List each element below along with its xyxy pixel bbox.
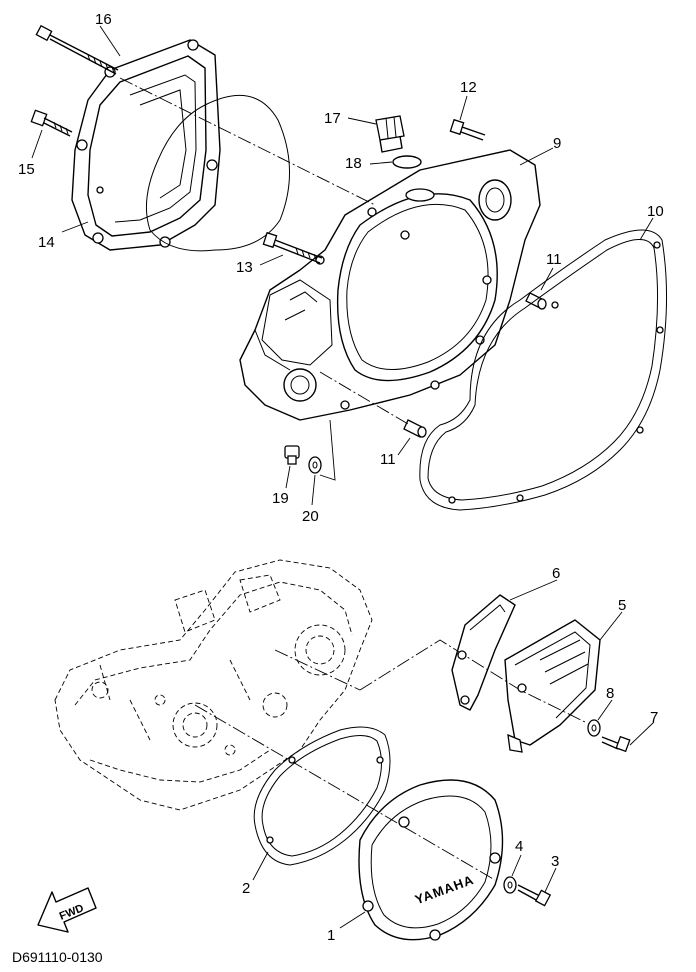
callout-17: 17 xyxy=(324,110,341,127)
part-9-crankcase-cover xyxy=(239,149,541,421)
fwd-label: FWD xyxy=(58,902,86,923)
callout-18: 18 xyxy=(345,155,362,172)
part-3-bolt xyxy=(517,884,552,907)
part-13-bolt xyxy=(262,231,323,264)
alignment-line-top xyxy=(119,77,376,206)
drain-bolt-guide xyxy=(319,419,336,481)
leader-lines xyxy=(31,25,655,929)
callout-1: 1 xyxy=(327,927,335,944)
part-10-gasket xyxy=(419,229,668,511)
part-5-sprocket-cover xyxy=(504,619,601,753)
part-14-clutch-cover xyxy=(71,39,221,251)
callout-2: 2 xyxy=(242,880,250,897)
cover-gasket-top xyxy=(145,94,291,252)
part-1-generator-cover: YAMAHA xyxy=(358,779,504,941)
part-8-washer xyxy=(587,719,601,737)
yamaha-logo-text: YAMAHA xyxy=(413,872,476,907)
callout-14: 14 xyxy=(38,234,55,251)
callout-5: 5 xyxy=(618,597,626,614)
alignment-line-bottom-1 xyxy=(194,704,496,881)
part-7-bolt xyxy=(601,735,631,753)
callout-10: 10 xyxy=(647,203,664,220)
part-17-oil-plug xyxy=(375,115,405,153)
callout-4: 4 xyxy=(515,838,523,855)
part-2-gasket xyxy=(253,726,391,866)
part-18-o-ring xyxy=(392,155,422,169)
fwd-arrow-icon: FWD xyxy=(37,887,97,933)
part-19-drain-bolt xyxy=(284,445,300,465)
callout-6: 6 xyxy=(552,565,560,582)
part-20-washer xyxy=(308,456,322,474)
alignment-line-dowel xyxy=(319,371,409,425)
alignment-line-bottom-2 xyxy=(274,649,361,691)
part-16-long-bolt xyxy=(35,24,119,75)
callout-9: 9 xyxy=(553,135,561,152)
callout-8: 8 xyxy=(606,685,614,702)
part-6-plate xyxy=(451,594,516,711)
callout-13: 13 xyxy=(236,259,253,276)
callout-11-upper: 11 xyxy=(546,251,562,268)
callout-3: 3 xyxy=(551,853,559,870)
callout-20: 20 xyxy=(302,508,319,525)
part-4-washer xyxy=(503,876,517,894)
part-12-bolt xyxy=(449,118,486,141)
callout-15: 15 xyxy=(18,161,35,178)
diagram-code: D691110-0130 xyxy=(12,949,103,965)
callout-11-lower: 11 xyxy=(380,451,396,468)
callout-7: 7 xyxy=(650,709,658,726)
callout-numbers: 16 15 14 17 18 12 9 10 11 13 11 19 20 6 … xyxy=(18,11,664,944)
alignment-line-bottom-3 xyxy=(359,639,586,723)
callout-12: 12 xyxy=(460,79,477,96)
part-15-bolt xyxy=(30,109,73,137)
part-11-dowel-pin-lower xyxy=(403,419,427,438)
callout-19: 19 xyxy=(272,490,289,507)
engine-crankcase-outline xyxy=(54,559,373,811)
callout-16: 16 xyxy=(95,11,112,28)
